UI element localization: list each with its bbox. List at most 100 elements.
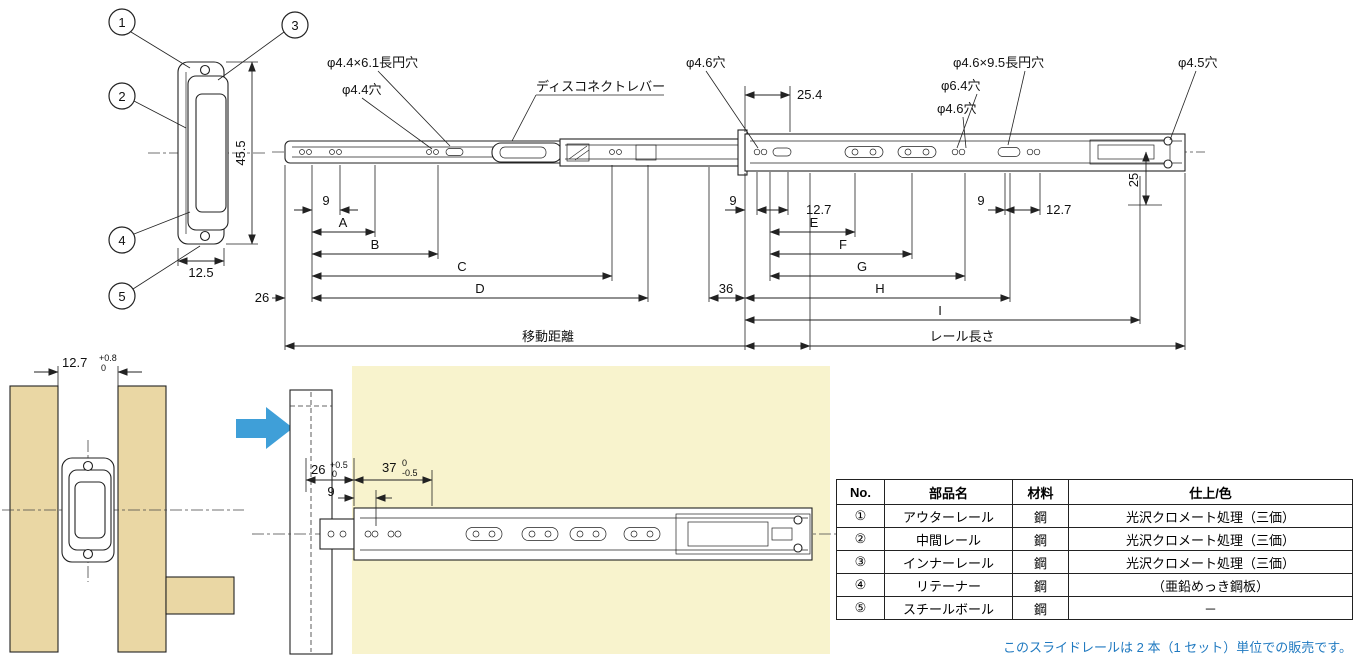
wood-panel-left xyxy=(9,385,59,653)
mount-hole xyxy=(958,148,966,156)
dim-A: A xyxy=(339,215,348,230)
label-hole-4-6-top: φ4.6穴 xyxy=(686,55,726,70)
part-name: インナーレール xyxy=(884,550,1013,574)
oblong-hole xyxy=(569,527,607,541)
mount-hole xyxy=(306,149,312,155)
cross-section-view: 1 3 2 4 5 45.5 12.5 xyxy=(108,8,309,310)
dim-I: I xyxy=(938,303,942,318)
oblong-hole xyxy=(772,147,792,157)
dim-12-7-right: 12.7 xyxy=(1046,202,1071,217)
mount-hole xyxy=(544,530,552,538)
install-side-view: 26 +0.5 0 37 0 -0.5 9 xyxy=(252,366,846,655)
front-bracket xyxy=(319,518,355,550)
stop-block xyxy=(566,143,590,162)
table-row-1: ① アウターレール 鋼 光沢クロメート処理（三価） xyxy=(836,504,1353,528)
leader-line xyxy=(132,245,201,290)
leader-line xyxy=(705,70,759,149)
mount-hole xyxy=(609,149,615,155)
label-hole-6-4: φ6.4穴 xyxy=(941,78,981,93)
dim-9-left: 9 xyxy=(322,193,329,208)
dim-9-install: 9 xyxy=(327,484,334,499)
callout-3-label: 3 xyxy=(291,18,298,33)
dimensions-right: 9 12.7 9 12.7 E F G 36 H I レール長さ 25 xyxy=(708,151,1186,350)
mount-hole xyxy=(1026,148,1034,156)
latch-block xyxy=(771,527,793,541)
dim-25-4: 25.4 xyxy=(797,87,822,102)
end-mechanism-inner xyxy=(687,521,769,547)
mount-hole xyxy=(329,149,335,155)
mount-hole xyxy=(869,148,877,156)
end-mechanism-inner xyxy=(1097,144,1155,160)
dim-panel-gap: 12.7 xyxy=(62,355,87,370)
mount-hole xyxy=(299,149,305,155)
dim-26: 26 xyxy=(255,290,269,305)
disconnect-lever xyxy=(491,142,563,163)
end-hole-bottom xyxy=(1163,159,1173,169)
callout-5 xyxy=(108,282,136,310)
dim-26-tol-upper: +0.5 xyxy=(330,460,348,470)
leader-line xyxy=(133,100,187,129)
mount-hole xyxy=(922,148,930,156)
mount-hole xyxy=(951,148,959,156)
part-no: ③ xyxy=(836,550,885,574)
part-name: リテーナー xyxy=(884,573,1013,597)
dim-37: 37 xyxy=(382,460,396,475)
dim-36: 36 xyxy=(719,281,733,296)
dim-26-install: 26 xyxy=(311,462,325,477)
table-header-row: No. 部品名 材料 仕上/色 xyxy=(836,479,1353,505)
mount-hole xyxy=(433,149,439,155)
part-name: 中間レール xyxy=(884,527,1013,551)
mount-hole xyxy=(576,530,584,538)
oblong-hole xyxy=(445,148,464,156)
dim-9-mid: 9 xyxy=(729,193,736,208)
callout-1-label: 1 xyxy=(118,15,125,30)
part-material: 鋼 xyxy=(1012,550,1069,574)
callout-2-label: 2 xyxy=(118,89,125,104)
callout-2 xyxy=(108,82,136,110)
leader-line xyxy=(361,97,433,150)
dim-B: B xyxy=(371,237,380,252)
hatch-line xyxy=(574,149,590,161)
hole-labels: φ4.4×6.1長円穴 φ4.4穴 ディスコネクトレバー φ4.6穴 25.4 … xyxy=(327,55,1218,150)
part-finish: 光沢クロメート処理（三価） xyxy=(1068,504,1353,528)
middle-rail-body xyxy=(559,138,746,167)
part-name: スチールボール xyxy=(884,596,1013,620)
lever-outline xyxy=(491,142,563,163)
part-material: 鋼 xyxy=(1012,504,1069,528)
dim-37-tol-upper: 0 xyxy=(402,458,407,468)
callout-1 xyxy=(108,8,136,36)
part-finish: － xyxy=(1068,596,1353,620)
mount-hole xyxy=(488,530,496,538)
dim-F: F xyxy=(839,237,847,252)
slide-profile-inner xyxy=(74,481,106,539)
mount-hole xyxy=(1033,148,1041,156)
label-oblong-hole-4-6: φ4.6×9.5長円穴 xyxy=(953,55,1044,70)
mount-hole xyxy=(851,148,859,156)
mount-hole xyxy=(364,530,372,538)
label-disconnect-lever: ディスコネクトレバー xyxy=(536,79,665,94)
part-finish: 光沢クロメート処理（三価） xyxy=(1068,550,1353,574)
dim-12-7-mid: 12.7 xyxy=(806,202,831,217)
leader-line xyxy=(377,70,451,147)
dim-panel-gap-tol-lower: 0 xyxy=(101,363,106,373)
latch-block xyxy=(635,144,657,161)
label-hole-4-5: φ4.5穴 xyxy=(1178,55,1218,70)
dim-25: 25 xyxy=(1126,173,1141,187)
dim-G: G xyxy=(857,259,867,274)
part-finish: 光沢クロメート処理（三価） xyxy=(1068,527,1353,551)
end-hole-bottom xyxy=(793,543,803,553)
installed-rail xyxy=(319,507,813,561)
oblong-hole xyxy=(623,527,661,541)
mount-hole xyxy=(472,530,480,538)
rail-side-view: φ4.4×6.1長円穴 φ4.4穴 ディスコネクトレバー φ4.6穴 25.4 … xyxy=(255,55,1218,350)
dim-26-tol-lower: 0 xyxy=(332,469,337,479)
mount-hole xyxy=(327,530,335,538)
mount-hole xyxy=(426,149,432,155)
leader-line xyxy=(130,31,191,69)
dim-12-5: 12.5 xyxy=(188,265,213,280)
leader-line xyxy=(133,211,191,235)
dimensions-left: 9 A B C D 26 移動距離 xyxy=(255,193,811,350)
part-no: ④ xyxy=(836,573,885,597)
mount-hole xyxy=(616,149,622,155)
